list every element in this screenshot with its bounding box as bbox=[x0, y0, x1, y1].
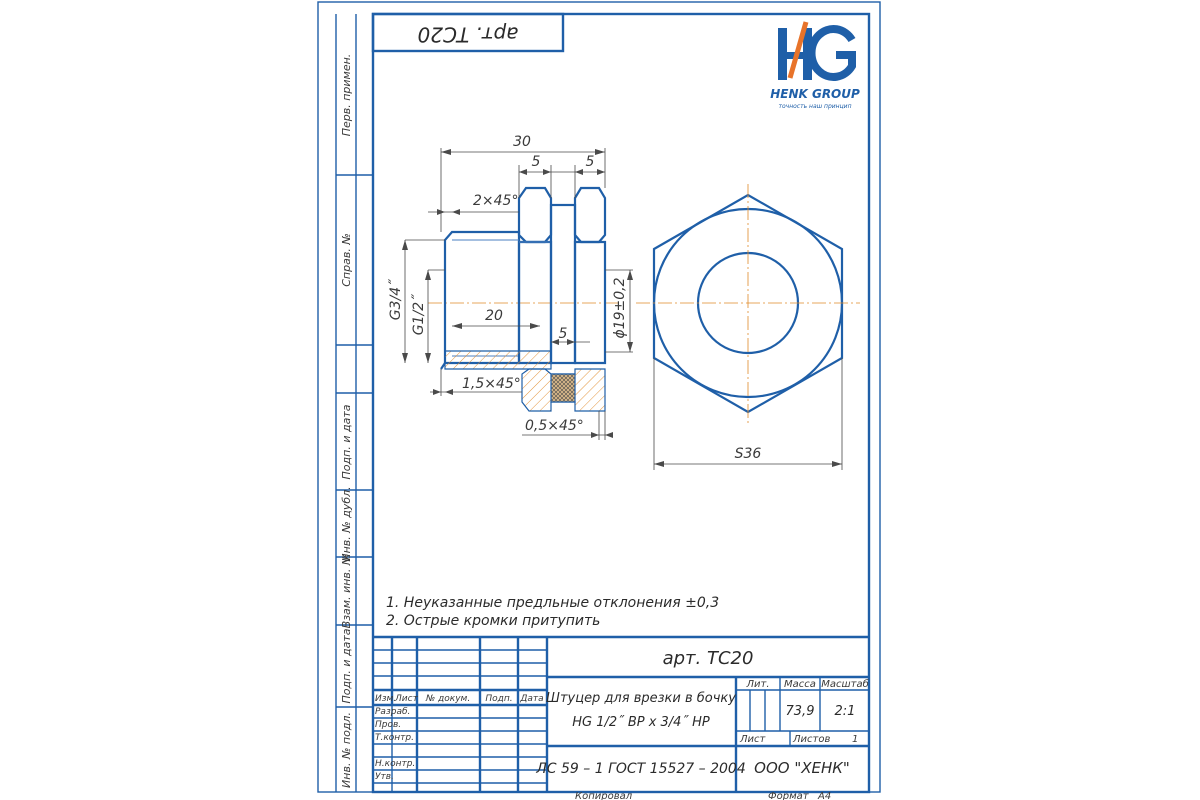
side-label-sprav-no: Справ. № bbox=[340, 233, 353, 287]
side-label-podp-data-2: Подп. и дата bbox=[340, 628, 353, 703]
format-label: Формат bbox=[768, 791, 810, 800]
title-designation: арт. ТС20 bbox=[663, 648, 754, 669]
side-label-inv-podl: Инв. № подл. bbox=[340, 712, 353, 788]
sheets-value: 1 bbox=[852, 734, 858, 745]
dimensions-side-view: 30 5 5 2×45° G3/4˝ G1/2˝ 20 bbox=[388, 134, 633, 440]
note-1: 1. Неуказанные предльные отклонения ±0,3 bbox=[386, 595, 719, 611]
fitting-side-view bbox=[428, 186, 618, 412]
format-value: А4 bbox=[817, 791, 831, 800]
title-block: арт. ТС20 Штуцер для врезки в бочку HG 1… bbox=[373, 635, 869, 800]
dim-diameter: ϕ19±0,2 bbox=[612, 277, 628, 338]
sheet-frame bbox=[317, 1, 881, 794]
lit-label: Лит. bbox=[745, 679, 769, 690]
col-header-data: Дата bbox=[519, 694, 543, 704]
title-name-line2: HG 1/2˝ ВР х 3/4˝ НР bbox=[572, 715, 710, 730]
dimension-hex-size: S36 bbox=[653, 358, 843, 470]
note-2: 2. Острые кромки притупить bbox=[386, 613, 600, 629]
dim-chamfer-small: 0,5×45° bbox=[525, 418, 584, 434]
role-razrab: Разраб. bbox=[375, 707, 410, 717]
scale-label: Масштаб bbox=[821, 678, 869, 690]
dim-thread-inner: G1/2˝ bbox=[411, 294, 427, 335]
title-name-line1: Штуцер для врезки в бочку bbox=[546, 691, 736, 706]
side-labels: Перв. примен. Справ. № Подп. и дата Инв.… bbox=[340, 54, 353, 788]
title-company: ООО "ХЕНК" bbox=[754, 759, 850, 777]
role-utv: Утв. bbox=[375, 772, 394, 782]
side-label-vzam-inv: Взам. инв. № bbox=[340, 554, 353, 629]
dim-hex-size: S36 bbox=[735, 446, 762, 462]
col-header-list: Лист bbox=[394, 694, 419, 704]
dim-hex2: 5 bbox=[586, 154, 595, 170]
dim-thread-outer: G3/4˝ bbox=[388, 279, 404, 320]
col-header-docum: № докум. bbox=[425, 694, 470, 704]
henk-group-logo: HENK GROUP точность наш принцип bbox=[770, 21, 860, 110]
sheet-label: Лист bbox=[739, 734, 767, 745]
dim-length-total: 30 bbox=[513, 134, 531, 150]
mass-value: 73,9 bbox=[786, 704, 815, 719]
dim-hex1: 5 bbox=[532, 154, 541, 170]
sheets-label: Листов bbox=[792, 734, 830, 745]
role-nkontr: Н.контр. bbox=[375, 759, 415, 769]
side-label-perv-primen: Перв. примен. bbox=[340, 54, 353, 137]
dim-groove: 5 bbox=[559, 326, 568, 342]
role-tkontr: Т.контр. bbox=[375, 733, 414, 743]
side-label-inv-dubl: Инв. № дубл. bbox=[340, 486, 353, 561]
col-header-izm: Изм. bbox=[375, 694, 396, 704]
dim-chamfer-bottom: 1,5×45° bbox=[462, 376, 521, 392]
technical-notes: 1. Неуказанные предльные отклонения ±0,3… bbox=[386, 595, 719, 629]
title-material: ЛС 59 – 1 ГОСТ 15527 – 2004 bbox=[535, 761, 746, 777]
top-stamp-text: арт. ТС20 bbox=[418, 23, 519, 47]
dim-thread-length: 20 bbox=[485, 308, 503, 324]
role-prov: Пров. bbox=[375, 720, 401, 730]
logo-tagline: точность наш принцип bbox=[779, 103, 852, 110]
logo-name: HENK GROUP bbox=[770, 87, 860, 101]
top-stamp-box: арт. ТС20 bbox=[371, 12, 565, 53]
side-label-podp-data-1: Подп. и дата bbox=[340, 404, 353, 479]
dim-chamfer-top: 2×45° bbox=[473, 193, 518, 209]
col-header-podp: Подп. bbox=[485, 694, 512, 704]
fitting-end-view bbox=[636, 184, 860, 424]
scale-value: 2:1 bbox=[835, 704, 856, 719]
copied-label: Копировал bbox=[575, 791, 633, 800]
mass-label: Масса bbox=[784, 679, 816, 690]
